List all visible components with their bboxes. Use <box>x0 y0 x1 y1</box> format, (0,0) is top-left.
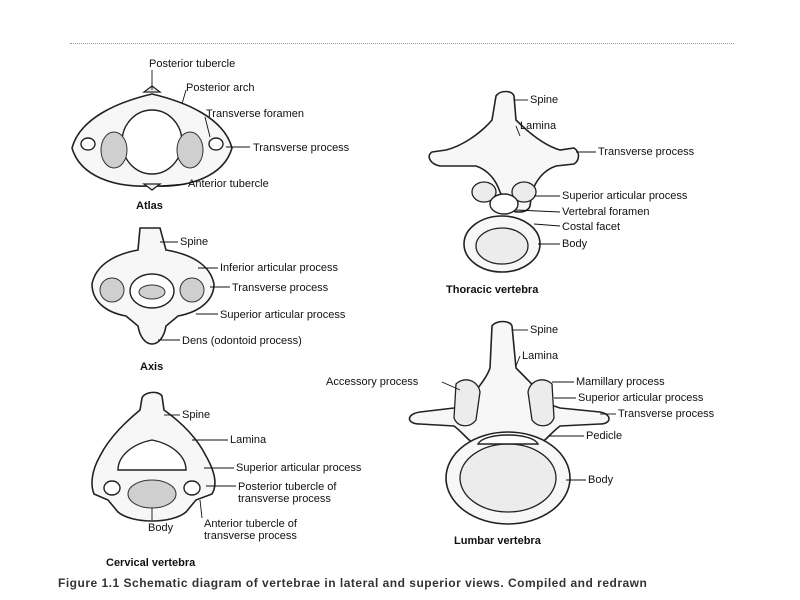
lumbar-title: Lumbar vertebra <box>454 535 541 547</box>
atlas-label-transverse-process: Transverse process <box>253 142 350 154</box>
atlas-label-posterior-tubercle: Posterior tubercle <box>149 58 236 70</box>
atlas-label-posterior-arch: Posterior arch <box>186 82 255 94</box>
axis-drawing <box>91 227 230 345</box>
lumbar-label-pedicle: Pedicle <box>586 430 623 442</box>
atlas-leader-posterior-arch <box>181 89 187 105</box>
lumbar-label-transverse-process: Transverse process <box>618 408 715 420</box>
cervical-label-anterior-tubercle: Anterior tubercle of transverse process <box>204 518 297 542</box>
axis-title: Axis <box>140 361 164 373</box>
thoracic-label-body: Body <box>562 238 588 250</box>
lumbar-label-lamina: Lamina <box>522 350 559 362</box>
thoracic-title: Thoracic vertebra <box>446 284 539 296</box>
thoracic-label-vertebral-foramen: Vertebral foramen <box>562 206 650 218</box>
lumbar-label-superior-articular-process: Superior articular process <box>578 392 704 404</box>
atlas-leader-anterior-tubercle <box>159 183 187 187</box>
lumbar-label-spine: Spine <box>530 324 559 336</box>
cervical-label-posterior-tubercle: Posterior tubercle of transverse process <box>238 481 337 505</box>
cervical-drawing <box>91 391 236 522</box>
cervical-label-spine: Spine <box>182 409 211 421</box>
atlas-leader-transverse-foramen <box>204 116 211 138</box>
lumbar-drawing <box>408 320 616 525</box>
atlas-label-anterior-tubercle: Anterior tubercle <box>188 178 269 190</box>
axis-label-dens: Dens (odontoid process) <box>182 335 302 347</box>
thoracic-label-superior-articular-process: Superior articular process <box>562 190 688 202</box>
cervical-label-superior-articular-process: Superior articular process <box>236 462 362 474</box>
atlas-label-transverse-foramen: Transverse foramen <box>206 108 305 120</box>
atlas-title: Atlas <box>136 200 163 212</box>
axis-label-superior-articular-process: Superior articular process <box>220 309 346 321</box>
lumbar-label-mamillary-process: Mamillary process <box>576 376 665 388</box>
axis-label-transverse-process: Transverse process <box>232 282 329 294</box>
thoracic-label-lamina: Lamina <box>520 120 557 132</box>
top-rule <box>70 43 734 44</box>
cervical-label-lamina: Lamina <box>230 434 267 446</box>
lumbar-label-body: Body <box>588 474 614 486</box>
axis-label-inferior-articular-process: Inferior articular process <box>220 262 338 274</box>
cervical-title: Cervical vertebra <box>106 557 196 569</box>
axis-label-spine: Spine <box>180 236 209 248</box>
thoracic-drawing <box>428 90 596 273</box>
thoracic-label-transverse-process: Transverse process <box>598 146 695 158</box>
thoracic-label-spine: Spine <box>530 94 559 106</box>
figure-caption: Figure 1.1 Schematic diagram of vertebra… <box>58 576 648 590</box>
cervical-label-body: Body <box>148 522 174 534</box>
lumbar-label-accessory-process: Accessory process <box>326 376 419 388</box>
thoracic-label-costal-facet: Costal facet <box>562 221 621 233</box>
atlas-drawing <box>71 70 250 191</box>
